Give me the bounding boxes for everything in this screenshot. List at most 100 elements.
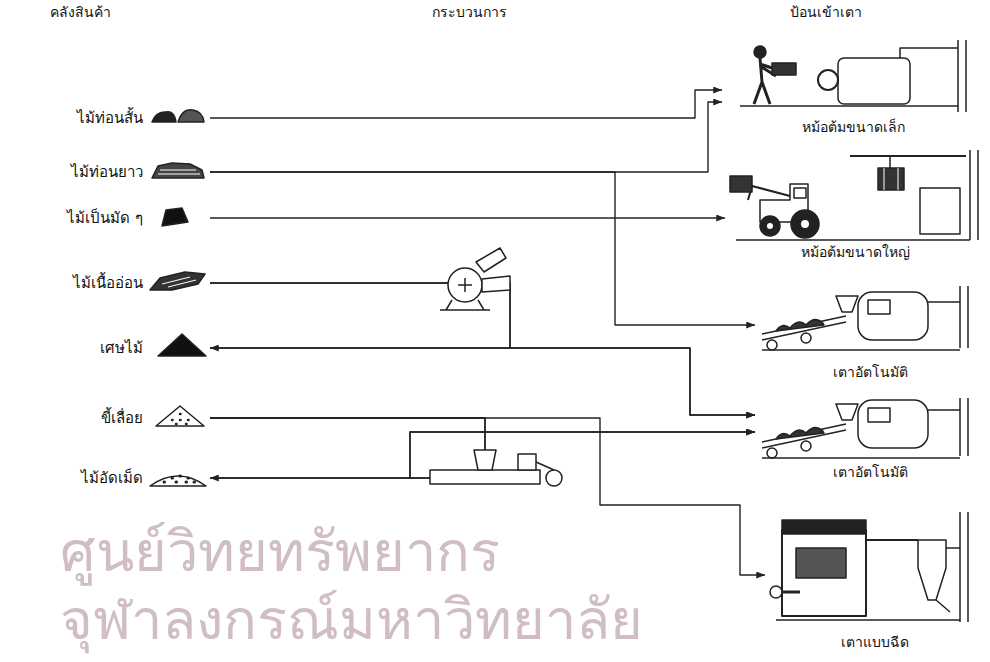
feed-hopper <box>836 296 858 312</box>
fuel-name: ขี้เลื่อย <box>101 409 143 427</box>
furnace-door <box>868 408 890 422</box>
tractor-wheel <box>760 216 780 236</box>
wall <box>958 40 966 112</box>
wheel-hub <box>767 223 773 229</box>
loader-arm <box>748 186 790 200</box>
boiler-door <box>818 70 838 90</box>
chipper-drum <box>448 268 482 302</box>
pelletizer-trough <box>430 470 540 484</box>
fuel-name: ไม้ท่อนสั้น <box>77 109 143 127</box>
conveyor-wheel <box>801 333 811 343</box>
fuel-name: ไม้ท่อนยาว <box>71 163 143 181</box>
fuel-name: ไม้เป็นมัด ๆ <box>67 209 143 227</box>
flue-pipe <box>928 301 960 303</box>
furnace-name: เตาอัตโนมัติ <box>833 461 908 483</box>
overhead-rail <box>850 155 966 157</box>
stoker-furnace <box>762 286 968 350</box>
fuel-name: ไม้อัดเม็ด <box>81 469 143 487</box>
floor-line <box>762 457 960 459</box>
wall <box>960 512 968 622</box>
flue-pipe <box>928 409 960 411</box>
pelletizer-motor <box>518 454 536 470</box>
loaded-bundle <box>730 176 752 192</box>
pellet-dots <box>164 476 195 482</box>
softwood-texture <box>162 277 196 287</box>
furnace-top <box>782 520 866 534</box>
hoist-hook <box>889 156 891 168</box>
fuel-on-conveyor <box>776 320 824 331</box>
chipper-hub <box>458 278 472 292</box>
worker-head <box>754 46 766 58</box>
pellet-pile-icon <box>150 476 206 486</box>
tractor-wheel <box>791 210 819 238</box>
column-heading: คลังสินค้า <box>50 4 111 20</box>
conveyor-wheel <box>801 441 811 451</box>
flow-arrow <box>210 102 722 172</box>
boiler-body <box>920 188 960 234</box>
floor-line <box>762 349 960 351</box>
floor-line <box>736 239 970 241</box>
wall <box>960 286 968 348</box>
furnace-body <box>858 292 928 340</box>
feed-hopper <box>836 404 858 420</box>
softwood-icon <box>150 272 205 290</box>
furnace-unit: เตาอัตโนมัติ <box>755 285 985 385</box>
flow-arrow <box>210 217 725 218</box>
fuel-stock-item: ไม้เนื้ออ่อน <box>69 269 210 297</box>
duct <box>866 539 918 541</box>
flow-arrow <box>210 172 755 325</box>
watermark: จุฬาลงกรณ์มหาวิทยาลัย <box>60 588 643 652</box>
furnace-unit: หม้อต้มขนาดเล็ก <box>722 40 985 140</box>
hanging-bundle <box>878 168 904 190</box>
furnace-name: หม้อต้มขนาดใหญ่ <box>801 241 910 263</box>
watermark: ศูนย์วิทยทรัพยากร <box>60 520 500 584</box>
pelletizer-wheel <box>546 470 562 486</box>
short-log-icon <box>152 112 176 122</box>
furnace-name: เตาอัตโนมัติ <box>833 361 908 383</box>
furnace-body <box>858 400 928 448</box>
long-log-texture <box>158 170 200 174</box>
flow-arrow <box>210 418 485 478</box>
column-heading: ป้อนเข้าเตา <box>790 4 862 20</box>
chipper-spout <box>482 276 510 292</box>
flow-arrow <box>210 418 755 478</box>
floor-line <box>740 105 958 107</box>
fuel-stock-item: ไม้ท่อนยาว <box>67 158 210 186</box>
fuel-name: ไม้เนื้ออ่อน <box>73 274 143 292</box>
wheel-hub <box>801 220 809 228</box>
furnace-unit: เตาอัตโนมัติ <box>755 395 985 485</box>
conveyor-wheel <box>767 340 777 350</box>
fuel-on-conveyor <box>776 428 824 439</box>
long-log-icon <box>152 163 204 178</box>
scrap-pile-icon <box>158 334 206 356</box>
carried-log <box>772 63 796 75</box>
floor-line <box>776 619 960 621</box>
furnace-unit: เตาแบบฉีด <box>765 510 985 655</box>
furnace-name: หม้อต้มขนาดเล็ก <box>802 116 905 138</box>
fuel-stock-item: ไม้เป็นมัด ๆ <box>63 204 210 232</box>
tractor-cab <box>794 188 806 198</box>
pelletizer-belt <box>536 462 554 470</box>
fuel-name: เศษไม้ <box>100 339 143 357</box>
flow-arrow <box>210 348 755 415</box>
flow-arrow <box>210 90 722 118</box>
chipper-funnel <box>476 248 506 272</box>
duct <box>936 548 960 612</box>
fuel-stock-item: ขี้เลื่อย <box>97 404 210 432</box>
flow-arrow <box>210 283 755 415</box>
fuel-stock-item: ไม้อัดเม็ด <box>77 464 210 492</box>
wall <box>970 150 978 240</box>
boiler-drum <box>838 58 910 104</box>
pelletizer-hopper <box>474 450 496 470</box>
furnace-name: เตาแบบฉีด <box>841 631 909 653</box>
sawdust-dots <box>172 414 189 424</box>
wall <box>960 398 968 456</box>
stoker-furnace <box>762 398 968 458</box>
flue-pipe <box>900 48 958 58</box>
injector-fan <box>770 586 782 598</box>
cyclone <box>918 540 946 600</box>
bundle-icon <box>162 208 188 226</box>
furnace-door <box>868 300 890 314</box>
fuel-stock-item: เศษไม้ <box>96 334 210 362</box>
fuel-stock-item: ไม้ท่อนสั้น <box>73 104 210 132</box>
